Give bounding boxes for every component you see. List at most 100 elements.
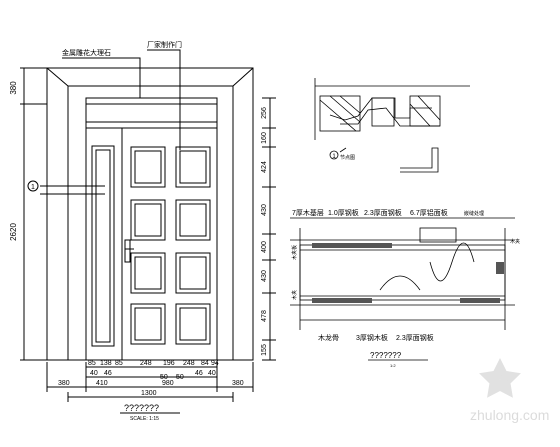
top-detail-marker (329, 150, 339, 160)
watermark-text: zhulong.com (470, 407, 549, 423)
dim-row2: 40 (208, 370, 216, 377)
inner-frame (67, 85, 234, 361)
hatch (409, 103, 431, 127)
dim-right: 424 (261, 161, 268, 173)
dim-right: 155 (261, 344, 268, 356)
door-panel-inner (134, 256, 162, 290)
frame-profile-2 (340, 107, 440, 127)
label-side: 木夹板 (291, 245, 298, 260)
dim-row1: 248 (183, 360, 195, 367)
door-panel (130, 303, 166, 345)
door-panel-inner (134, 150, 162, 184)
door-panel (175, 199, 211, 241)
label-side: 木夹 (291, 290, 298, 300)
label-top: 2.3厚面钢板 (364, 208, 402, 217)
right-dims: 256 160 424 430 400 430 478 155 (261, 107, 268, 356)
door-note-leader (147, 49, 181, 150)
watermark: zhulong.com (470, 358, 549, 423)
door-panel-inner (179, 307, 207, 341)
door-handle (124, 239, 131, 263)
section-scale: 1:2 (390, 363, 396, 368)
hatch-block (496, 262, 504, 274)
hatch (319, 99, 357, 132)
dim-row1: 94 (211, 360, 219, 367)
section-title: ??????? (370, 351, 402, 360)
section-detail (290, 217, 515, 330)
dim-row2: 50 (176, 374, 184, 381)
dim-row2: 40 (90, 370, 98, 377)
section-labels-bottom: 木龙骨 3厚钢木板 2.3厚面钢板 (318, 333, 434, 342)
top-detail-marker-number: 1 (332, 154, 336, 160)
dim-row2: 46 (104, 370, 112, 377)
narrow-leaf-panel (91, 145, 115, 347)
label-bottom: 2.3厚面钢板 (396, 333, 434, 342)
dim-overall: 1300 (141, 390, 157, 397)
hatch (339, 95, 361, 114)
frame-miter-left (46, 67, 69, 87)
door-opening (85, 127, 218, 361)
dim-top: 380 (9, 81, 18, 95)
wave-core-2 (379, 275, 421, 291)
section-marker-number: 1 (31, 184, 35, 191)
watermark-logo (479, 358, 521, 398)
wall-hatch-right (409, 95, 441, 127)
label-top: 嵌缝处理 (464, 210, 484, 217)
dim-row1: 85 (115, 360, 123, 367)
profile-box (371, 97, 395, 127)
door-note: 厂家制作门 (147, 40, 182, 49)
top-profile (419, 227, 457, 243)
door-panel-inner (179, 150, 207, 184)
door-panel (175, 252, 211, 294)
door-elevation (20, 49, 276, 414)
top-detail-label: 节点图 (340, 155, 355, 161)
hatch-band (460, 298, 500, 303)
hatch-band (312, 298, 372, 303)
dim-right: 430 (261, 204, 268, 216)
hatch-band (312, 243, 392, 248)
door-panel-inner (134, 307, 162, 341)
marker-leader (339, 147, 347, 153)
door-panel-inner (179, 203, 207, 237)
door-panel (175, 303, 211, 345)
section-hatching (312, 243, 504, 303)
dim-row1: 84 (201, 360, 209, 367)
wall-hatch-left (319, 95, 361, 132)
frame-note: 金属雕花大理石 (62, 48, 111, 57)
dim-row1: 138 (100, 360, 112, 367)
frame-note-leader (62, 57, 141, 98)
dim-row2: 46 (195, 370, 203, 377)
dim-right: 478 (261, 310, 268, 322)
door-panel (130, 146, 166, 188)
wave-core (429, 242, 475, 282)
dim-right: 160 (261, 132, 268, 144)
dim-right: 256 (261, 107, 268, 119)
dim-row3: 410 (96, 380, 108, 387)
elevation-title: ??????? (124, 403, 159, 413)
hatch (329, 95, 361, 123)
dim-row3: 380 (232, 380, 244, 387)
top-detail (314, 78, 470, 173)
dim-right: 430 (261, 270, 268, 282)
door-panel-inner (179, 256, 207, 290)
label-bottom: 木龙骨 (318, 333, 339, 342)
right-note: 木夹 (510, 238, 520, 245)
dim-row1: 196 (163, 360, 175, 367)
bottom-dims: 85 138 85 248 196 248 84 94 40 46 50 50 … (58, 360, 244, 397)
dim-row3: 980 (162, 380, 174, 387)
narrow-leaf-inner (95, 149, 111, 343)
section-marker-circle (27, 180, 39, 192)
section-labels-top: 7厚木基层 1.0厚钢板 2.3厚面钢板 6.7厚铝面板 嵌缝处理 (292, 208, 484, 217)
section-body (299, 244, 506, 301)
dim-row1: 85 (88, 360, 96, 367)
hatch (417, 95, 441, 121)
dim-total: 2620 (9, 223, 18, 241)
transom (85, 97, 218, 129)
dim-row2: 50 (160, 374, 168, 381)
door-panel (130, 199, 166, 241)
dim-right: 400 (261, 241, 268, 253)
elevation-scale: SCALE: 1:15 (130, 416, 159, 422)
label-top: 6.7厚铝面板 (410, 208, 448, 217)
label-top: 1.0厚钢板 (328, 208, 359, 217)
door-panel-inner (134, 203, 162, 237)
dim-row3: 380 (58, 380, 70, 387)
